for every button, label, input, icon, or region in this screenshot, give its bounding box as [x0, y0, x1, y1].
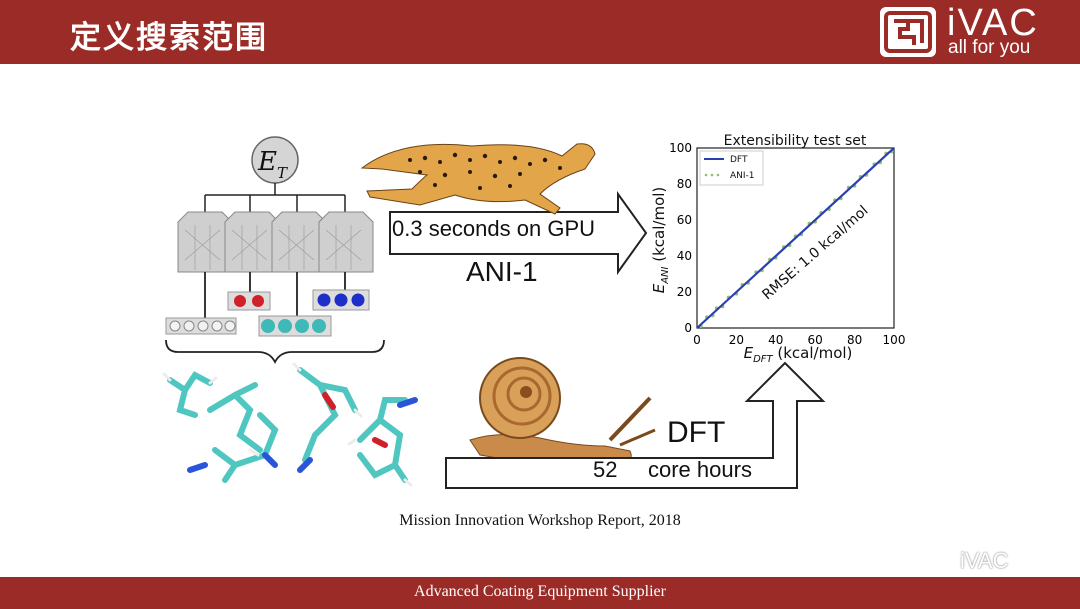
y-tick-label: 40: [677, 249, 692, 263]
ivac-logo-icon: [880, 7, 936, 57]
y-tick-label: 80: [677, 177, 692, 191]
x-tick-label: 20: [729, 333, 744, 347]
footer-text: Advanced Coating Equipment Supplier: [414, 583, 666, 600]
x-tick-label: 0: [693, 333, 701, 347]
y-tick-label: 20: [677, 285, 692, 299]
wechat-watermark: iVAC: [960, 548, 1009, 573]
page-title: 定义搜索范围: [70, 20, 268, 56]
y-tick-label: 0: [684, 321, 692, 335]
core-hours-label: core hours: [648, 457, 752, 482]
snail-image: [469, 357, 656, 465]
dft-series-line: [696, 147, 895, 329]
figure-caption: Mission Innovation Workshop Report, 2018: [399, 512, 681, 529]
chart-legend: DFT ANI-1: [699, 150, 764, 186]
x-tick-label: 80: [847, 333, 862, 347]
x-tick-label: 40: [768, 333, 783, 347]
neural-network-icon: E T: [165, 136, 385, 365]
x-axis-label: EDFT (kcal/mol): [744, 344, 853, 365]
extensibility-chart: Extensibility test set 0 20 40 60 80 100 0 20 4…: [650, 133, 905, 365]
network-output-subscript: T: [277, 164, 288, 182]
molecule-image: [162, 362, 418, 487]
header-bar: 定义搜索范围 iVAC all for you: [0, 0, 1080, 64]
y-tick-label: 60: [677, 213, 692, 227]
logo-wordmark: iVAC: [947, 2, 1039, 44]
gpu-arrow: 0.3 seconds on GPU ANI-1: [389, 190, 648, 287]
dft-arrow: DFT 52 core hours: [445, 361, 826, 489]
ani-label: ANI-1: [466, 256, 538, 287]
x-tick-label: 60: [808, 333, 823, 347]
legend-dft: DFT: [730, 155, 748, 165]
gpu-time-label: 0.3 seconds on GPU: [392, 216, 595, 241]
footer-bar: Advanced Coating Equipment Supplier: [0, 577, 1080, 609]
cheetah-image: [360, 143, 596, 215]
network-output-label: E: [257, 147, 277, 177]
logo-tagline: all for you: [948, 37, 1031, 58]
y-axis-label: EANI (kcal/mol): [650, 187, 671, 294]
y-tick-label: 100: [669, 141, 692, 155]
core-hours-number: 52: [593, 457, 617, 482]
chart-title: Extensibility test set: [724, 133, 867, 149]
legend-ani: ANI-1: [730, 171, 755, 181]
figure-canvas: E T: [162, 133, 905, 489]
dft-label: DFT: [667, 416, 725, 449]
x-tick-label: 100: [883, 333, 906, 347]
